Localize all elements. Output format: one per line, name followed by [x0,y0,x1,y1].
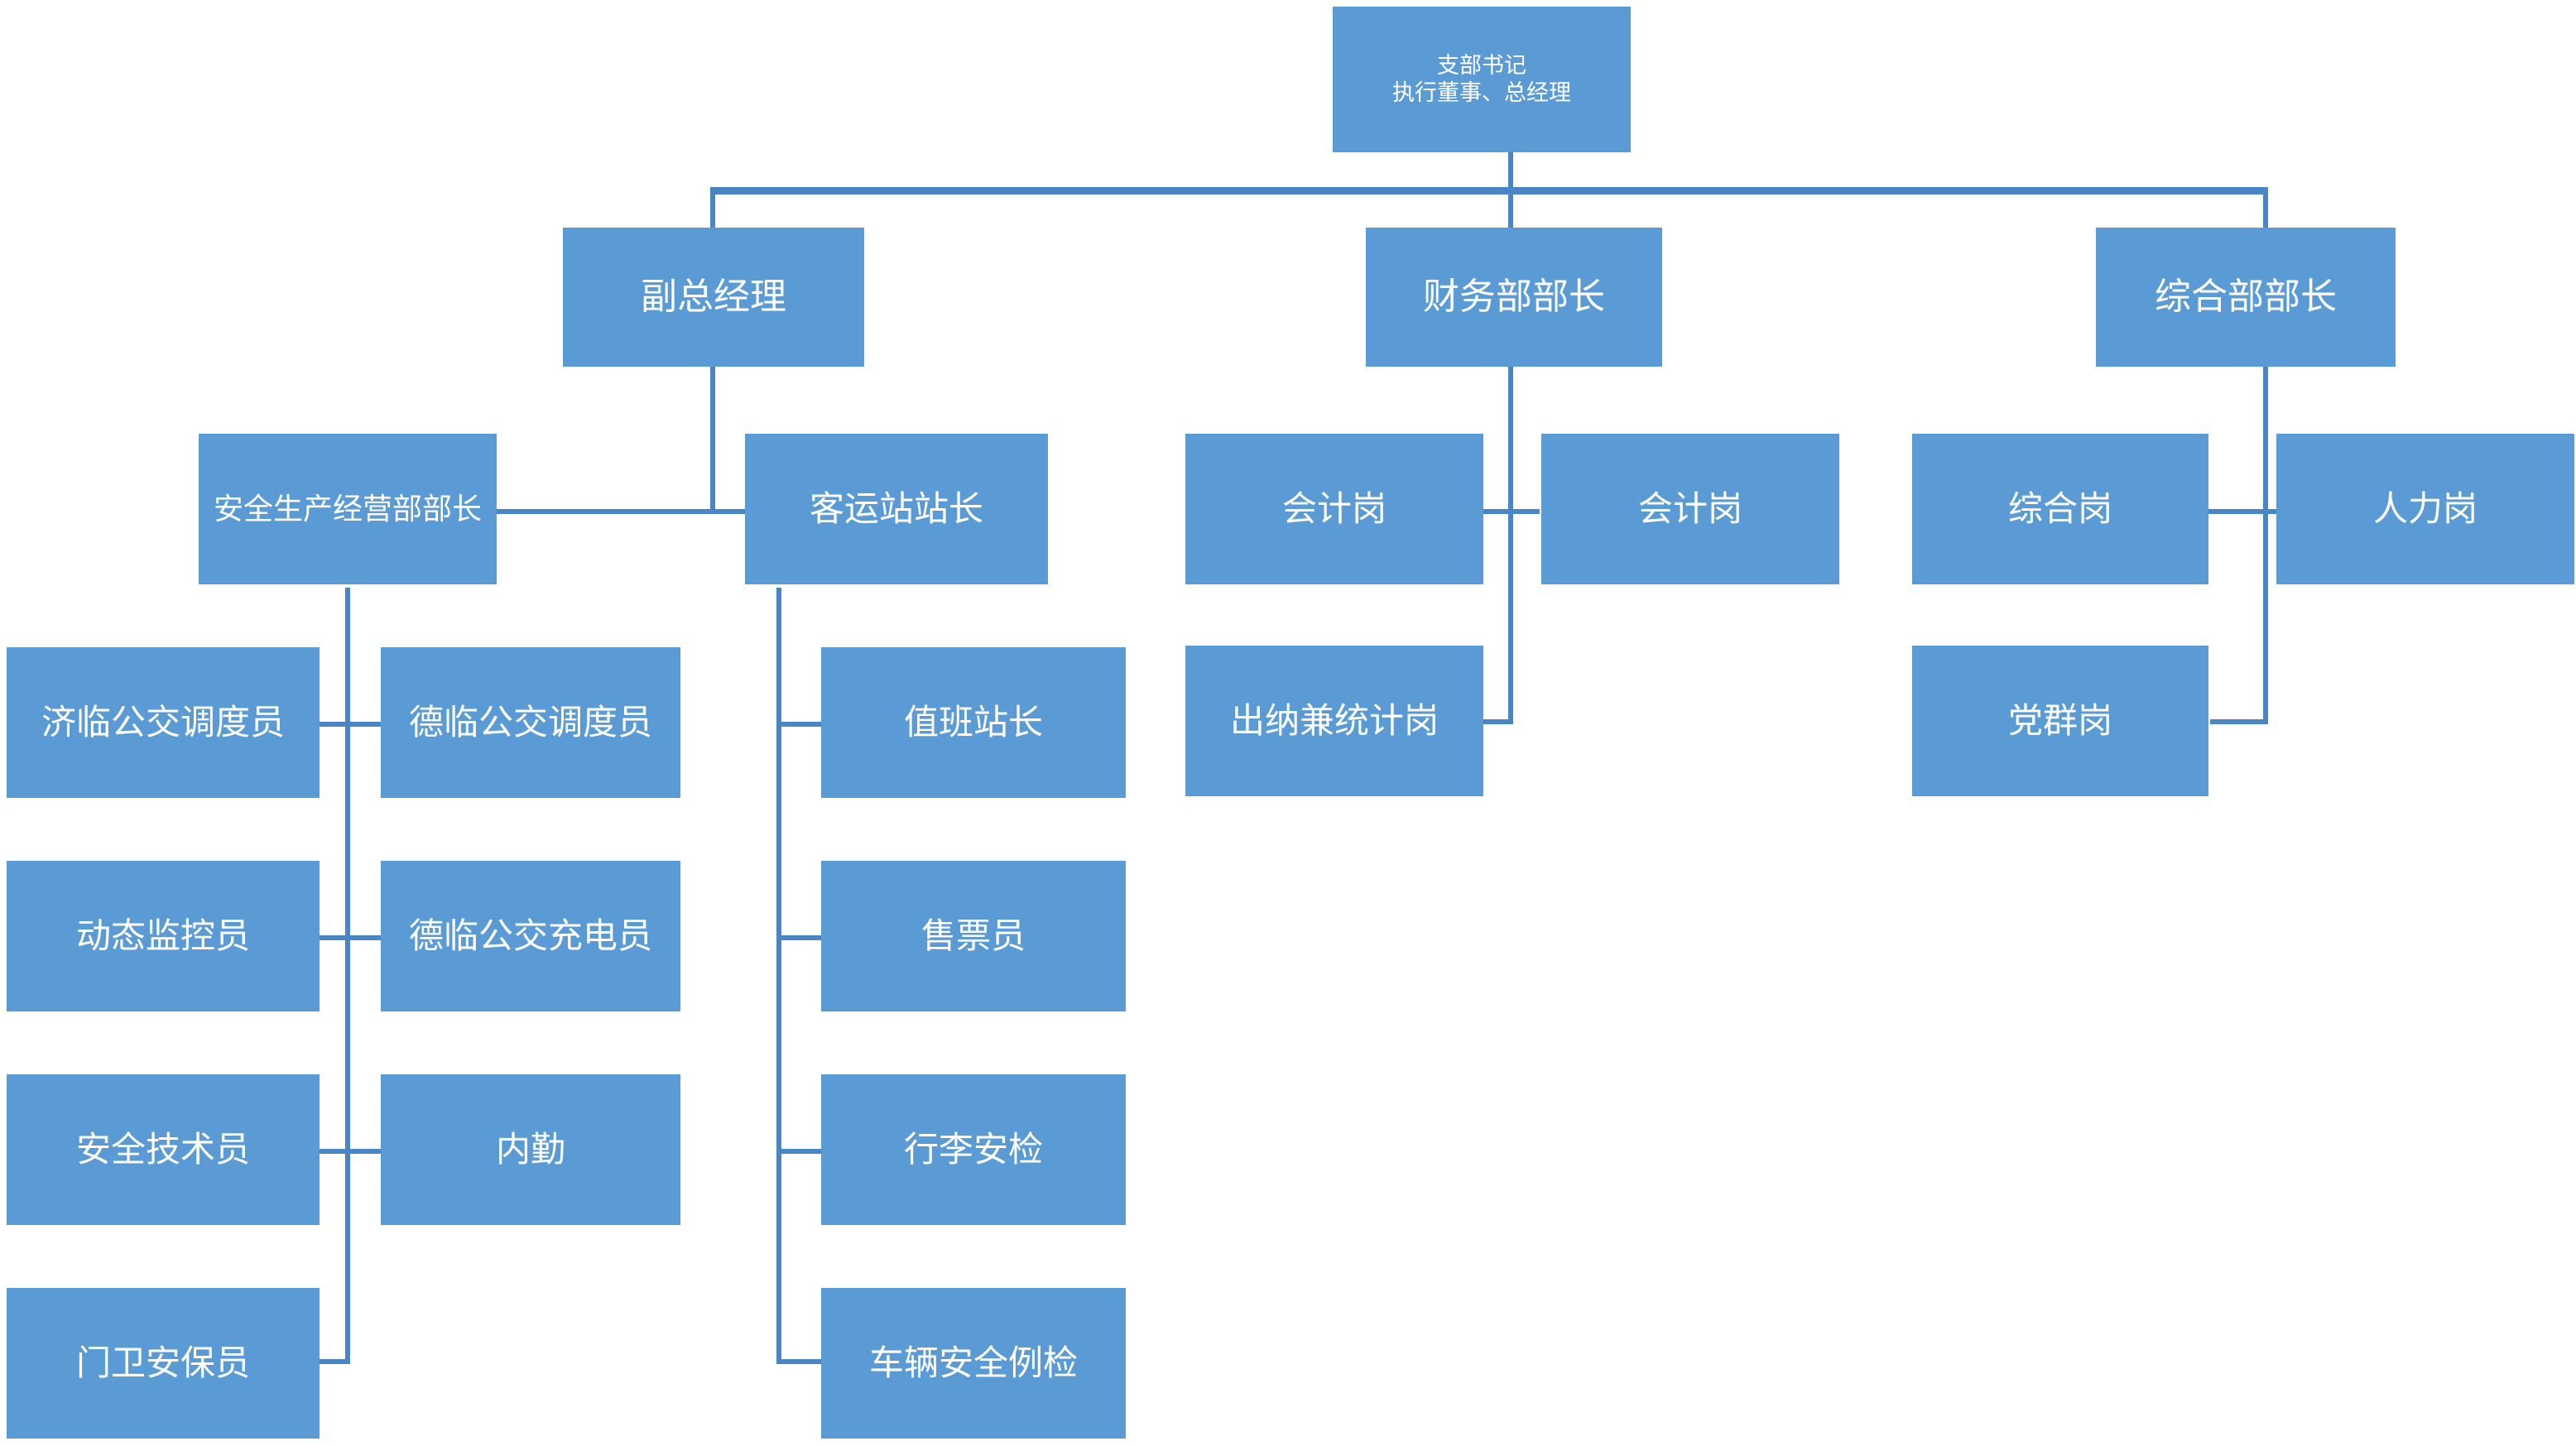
connector-station-row-1 [776,722,823,727]
connector-station-spine [776,588,781,1362]
node-baggage-security-check[interactable]: 行李安检 [821,1074,1126,1225]
node-cashier-statistician[interactable]: 出纳兼统计岗 [1185,646,1483,796]
connector-bus-to-finance-dir [1508,189,1513,230]
node-vehicle-safety-inspection[interactable]: 车辆安全例检 [821,1288,1126,1439]
node-dynamic-monitor[interactable]: 动态监控员 [7,861,320,1011]
node-root[interactable]: 支部书记 执行董事、总经理 [1333,7,1631,152]
node-delin-bus-dispatcher[interactable]: 德临公交调度员 [381,647,680,798]
node-duty-station-chief[interactable]: 值班站长 [821,647,1126,798]
node-delin-bus-charger[interactable]: 德临公交充电员 [381,861,680,1011]
connector-general-party-bar [2210,719,2268,724]
node-office-clerk[interactable]: 内勤 [381,1074,680,1225]
connector-deputy-gm-stem [710,364,715,512]
node-station-director[interactable]: 客运站站长 [745,434,1048,584]
connector-safety-row-1 [319,722,387,727]
connector-bus-to-deputy-gm [710,189,715,230]
connector-station-row-2 [776,935,823,940]
node-general-position[interactable]: 综合岗 [1912,434,2208,584]
node-gate-security-guard[interactable]: 门卫安保员 [7,1288,320,1439]
connector-safety-spine [345,588,350,1362]
node-general-affairs-director[interactable]: 综合部部长 [2096,228,2396,367]
node-accountant-2[interactable]: 会计岗 [1541,434,1839,584]
node-ticket-seller[interactable]: 售票员 [821,861,1126,1011]
connector-safety-row-2 [319,935,387,940]
connector-general-stem [2263,364,2268,722]
connector-bus-to-general-dir [2263,189,2268,230]
connector-top-bus [710,187,2268,195]
node-hr-position[interactable]: 人力岗 [2276,434,2574,584]
node-deputy-gm[interactable]: 副总经理 [563,228,864,367]
node-accountant-1[interactable]: 会计岗 [1185,434,1483,584]
connector-station-row-4 [776,1359,823,1364]
connector-safety-row-4 [319,1359,350,1364]
node-jilin-bus-dispatcher[interactable]: 济临公交调度员 [7,647,320,798]
connector-finance-accountants-bar [1482,509,1540,514]
connector-station-row-3 [776,1149,823,1154]
connector-deputy-gm-crossbar [497,509,748,514]
connector-safety-row-3 [319,1149,387,1154]
node-safety-production-director[interactable]: 安全生产经营部部长 [199,434,497,584]
node-finance-director[interactable]: 财务部部长 [1366,228,1662,367]
connector-root-stem [1508,151,1513,189]
node-safety-technician[interactable]: 安全技术员 [7,1074,320,1225]
connector-finance-stem [1508,364,1513,722]
node-party-position[interactable]: 党群岗 [1912,646,2208,796]
connector-general-positions-bar [2208,509,2318,514]
connector-finance-cashier-bar [1475,719,1513,724]
